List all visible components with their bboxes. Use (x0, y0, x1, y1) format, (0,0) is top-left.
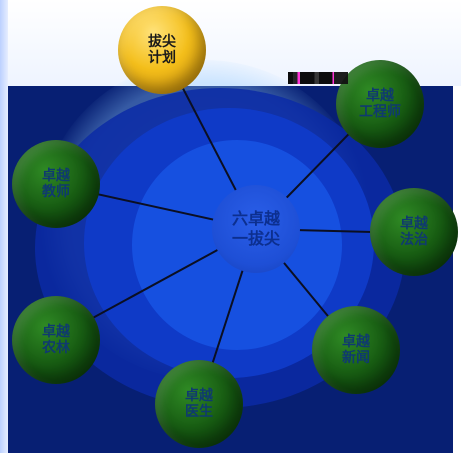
node-right-top-label: 卓越 工程师 (359, 88, 401, 120)
node-right: 卓越 法治 (370, 188, 458, 276)
node-right-label: 卓越 法治 (400, 216, 428, 248)
node-right-bottom: 卓越 新闻 (312, 306, 400, 394)
left-edge-strip (0, 0, 8, 453)
center-node: 六卓越 一拔尖 (212, 185, 300, 273)
node-right-top: 卓越 工程师 (336, 60, 424, 148)
node-left-bottom: 卓越 农林 (12, 296, 100, 384)
node-left-top: 卓越 教师 (12, 140, 100, 228)
node-top-label: 拔尖 计划 (148, 34, 176, 66)
node-left-bottom-label: 卓越 农林 (42, 324, 70, 356)
render-glitch (288, 72, 348, 84)
node-top: 拔尖 计划 (118, 6, 206, 94)
node-bottom: 卓越 医生 (155, 360, 243, 448)
node-left-top-label: 卓越 教师 (42, 168, 70, 200)
center-node-label: 六卓越 一拔尖 (231, 209, 280, 248)
node-right-bottom-label: 卓越 新闻 (342, 334, 370, 366)
node-bottom-label: 卓越 医生 (185, 388, 213, 420)
